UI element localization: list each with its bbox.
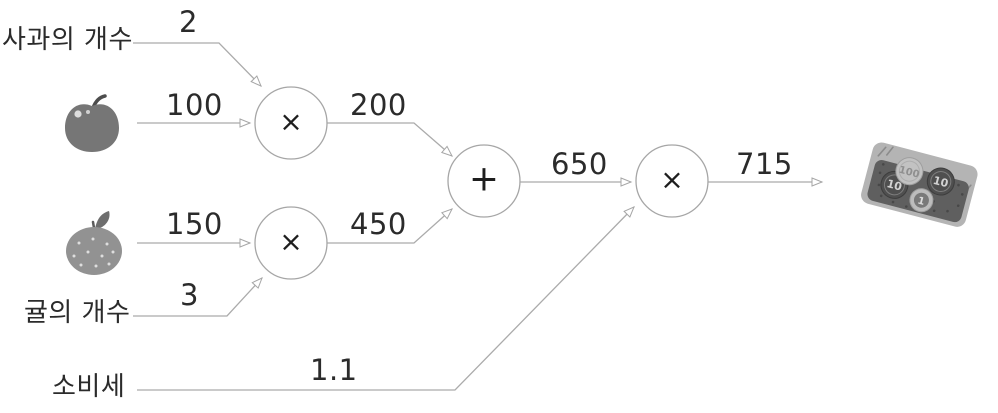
multiply-tax-operator: × — [660, 162, 684, 196]
multiply-orange-operator: × — [279, 224, 303, 258]
subtotal-value: 650 — [551, 147, 608, 181]
nodes — [254, 86, 709, 280]
orange-product-value: 450 — [350, 207, 407, 241]
tax-rate-value: 1.1 — [310, 353, 358, 387]
coin-10-right: 10 — [926, 167, 955, 196]
svg-text:1: 1 — [916, 195, 926, 207]
edge-tax — [137, 206, 635, 391]
apple-price-value: 100 — [166, 88, 223, 122]
node-multiply-tax — [635, 144, 709, 218]
tangerine-icon — [66, 211, 122, 275]
add-operator: + — [468, 158, 500, 200]
total-value: 715 — [736, 147, 793, 181]
money-tray-icon: 10 100 10 1 — [861, 142, 978, 227]
coin-1: 1 — [909, 188, 934, 213]
coin-100: 100 — [895, 157, 924, 186]
apple-count-label: 사과의 개수 — [2, 25, 133, 55]
edge-apple-count — [133, 42, 262, 87]
apple-icon — [65, 94, 119, 152]
svg-text:100: 100 — [898, 165, 921, 181]
apple-count-value: 2 — [179, 5, 198, 39]
svg-text:10: 10 — [932, 174, 950, 191]
edge-orange-count — [133, 277, 263, 317]
node-add — [447, 144, 521, 218]
node-multiply-apple — [254, 86, 328, 160]
node-multiply-orange — [254, 206, 328, 280]
svg-text:10: 10 — [885, 177, 903, 194]
tax-label: 소비세 — [52, 372, 126, 402]
edges — [133, 42, 824, 391]
orange-price-value: 150 — [166, 207, 223, 241]
edge-apple-product — [327, 122, 454, 157]
apple-product-value: 200 — [350, 88, 407, 122]
orange-count-label: 귤의 개수 — [24, 298, 131, 328]
edge-orange-product — [327, 208, 454, 244]
orange-count-value: 3 — [180, 278, 199, 312]
multiply-apple-operator: × — [279, 104, 303, 138]
